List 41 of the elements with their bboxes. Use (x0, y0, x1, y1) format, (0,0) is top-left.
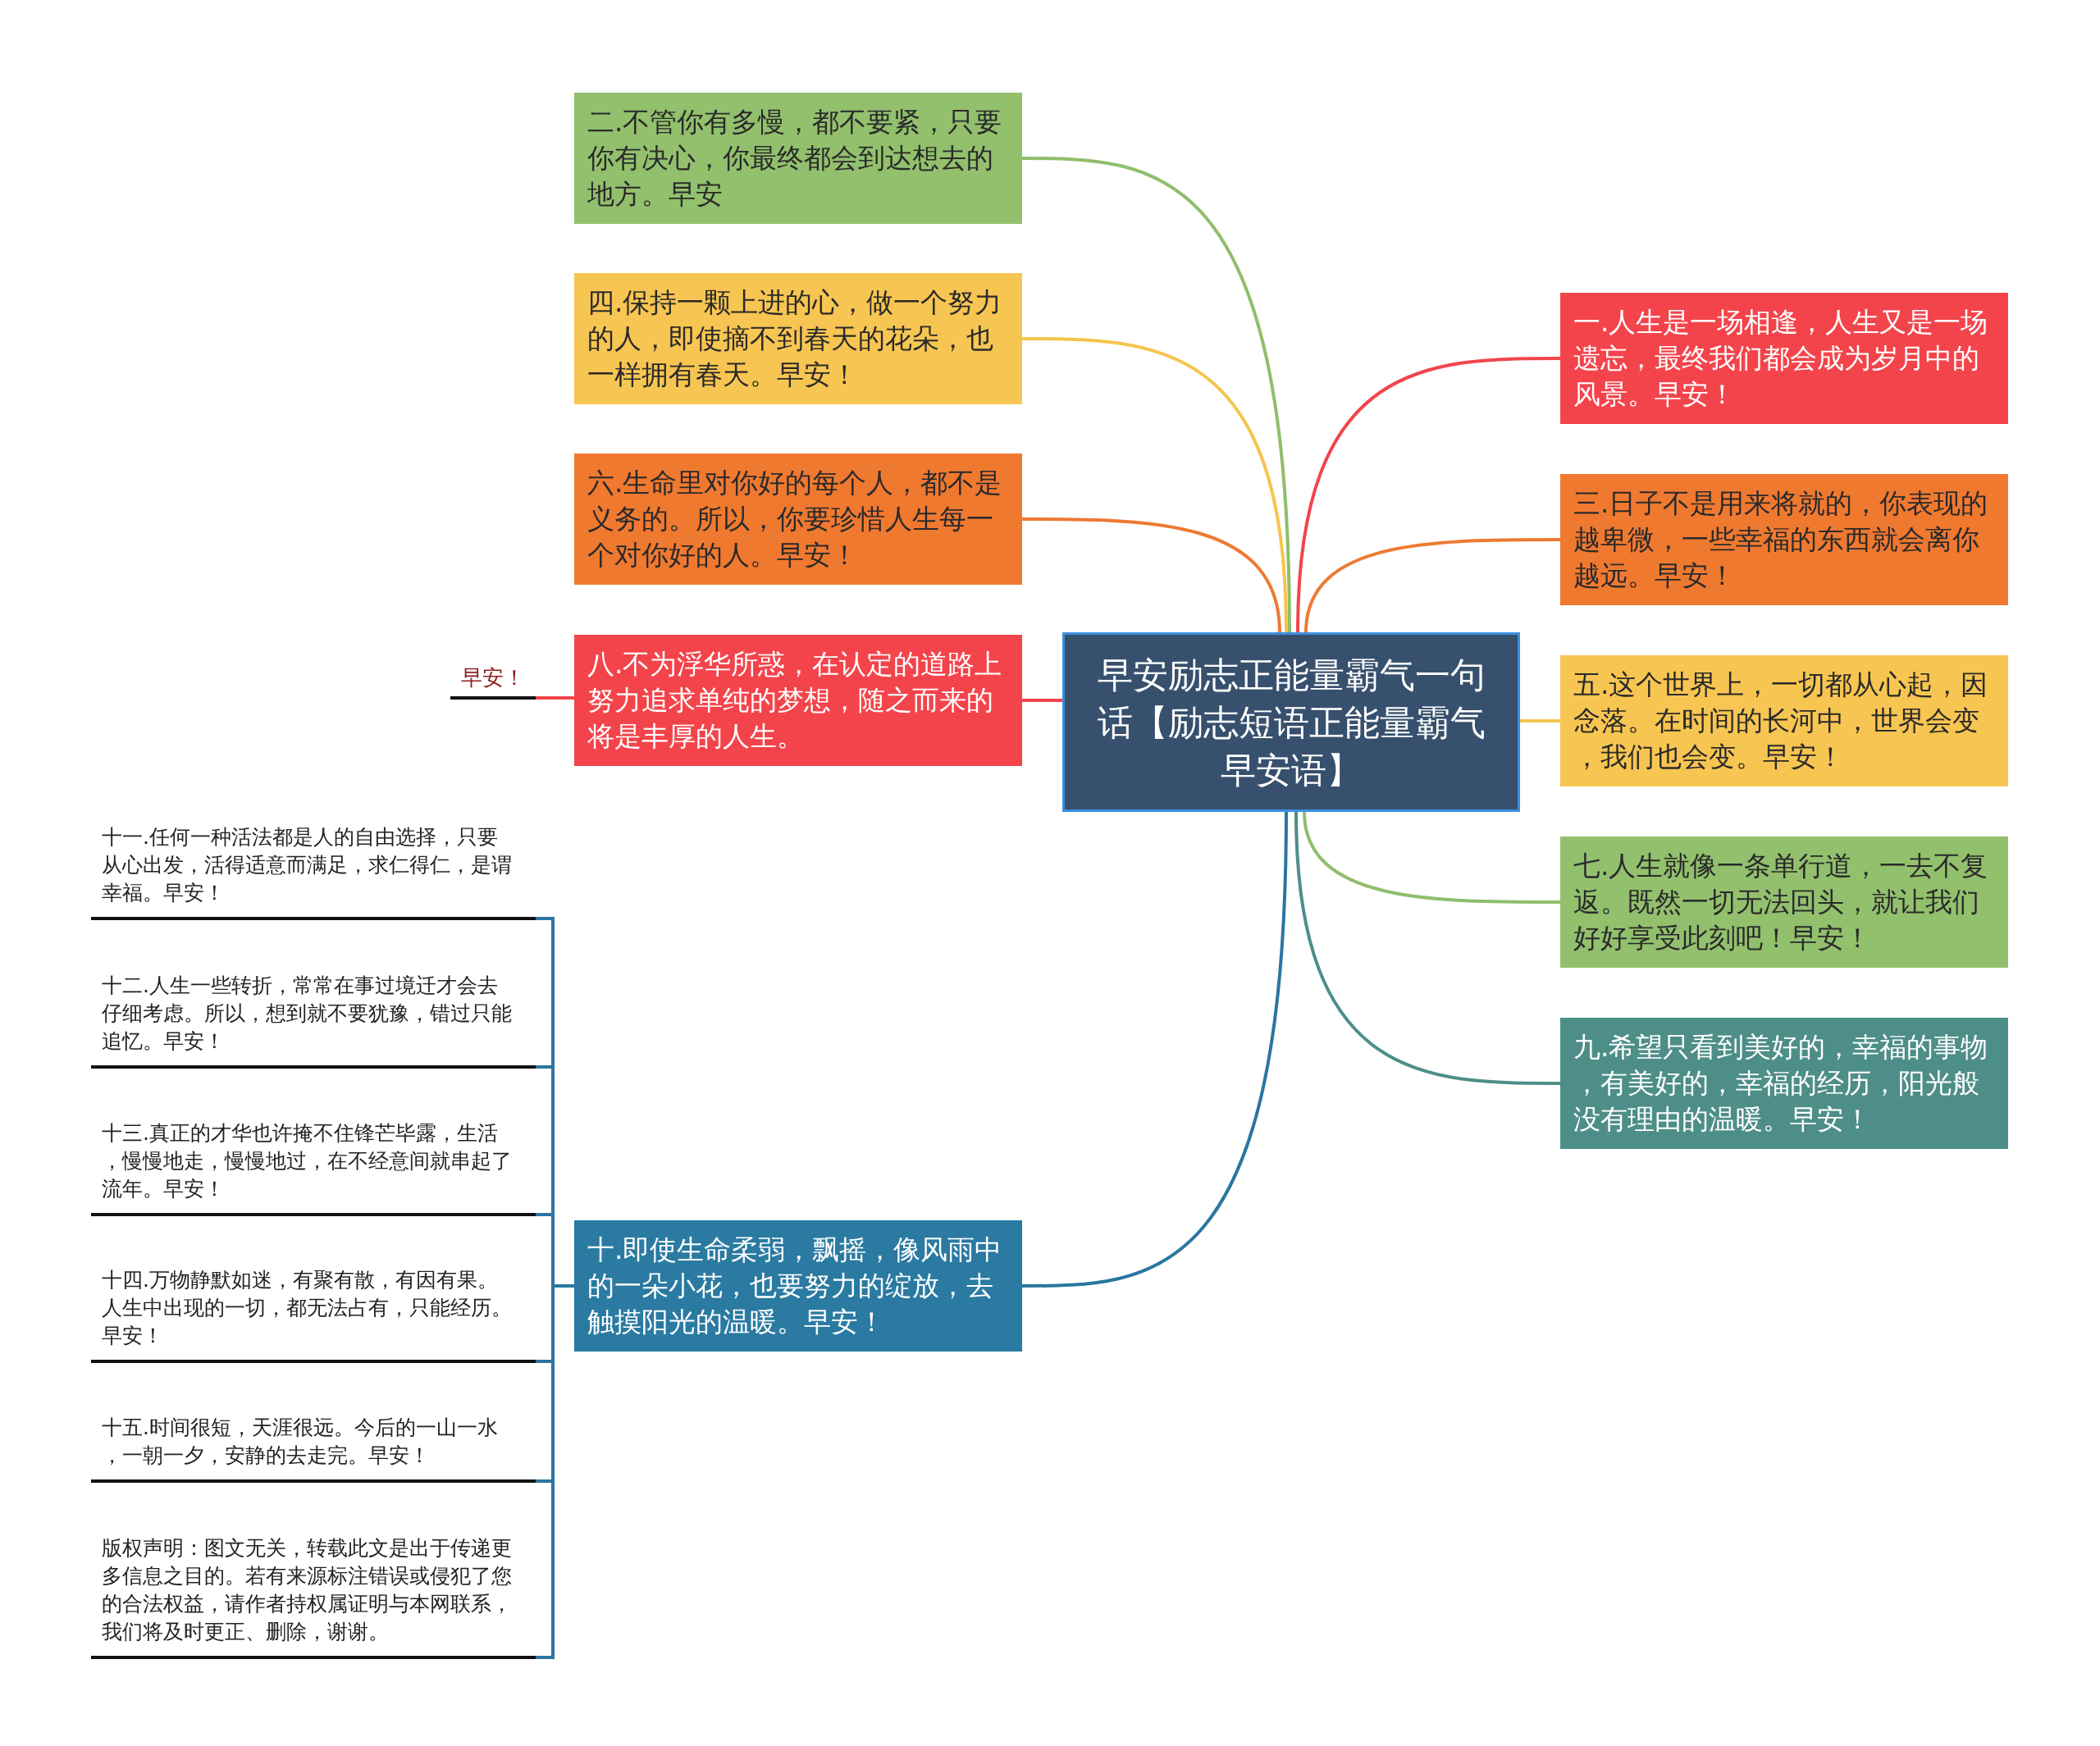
short-topic-text: 早安！ (461, 664, 525, 691)
subtopic-text: 十二.人生一些转折，常常在事过境迁才会去仔细考虑。所以，想到就不要犹豫，错过只能追忆。早安！ (102, 973, 513, 1055)
topic-box (574, 454, 1022, 585)
topic-text: 九.希望只看到美好的，幸福的事物，有美好的，幸福的经历，阳光般没有理由的温暖。早安！ (1573, 1030, 1989, 1137)
topic-text: 四.保持一颗上进的心，做一个努力的人，即使摘不到春天的花朵，也一样拥有春天。早安！ (587, 285, 1003, 392)
connector-line (1296, 357, 1560, 633)
central-topic-box (1062, 632, 1520, 812)
topic-box (1560, 1018, 2008, 1149)
connector-line (1304, 538, 1560, 633)
topic-text: 五.这个世界上，一切都从心起，因念落。在时间的长河中，世界会变，我们也会变。早安！ (1573, 668, 1989, 774)
topic-box (1560, 655, 2008, 786)
topic-text: 八.不为浮华所惑，在认定的道路上努力追求单纯的梦想，随之而来的将是丰厚的人生。 (587, 647, 1003, 754)
topic-box (1560, 837, 2008, 968)
connector-line (536, 696, 574, 700)
connector-line (1022, 699, 1062, 702)
topic-text: 一.人生是一场相逢，人生又是一场遗忘，最终我们都会成为岁月中的风景。早安！ (1573, 305, 1989, 412)
topic-box (574, 1220, 1022, 1352)
connector-line (536, 1284, 574, 1659)
topic-text: 十.即使生命柔弱，飘摇，像风雨中的一朵小花，也要努力的绽放，去触摸阳光的温暖。早安！ (587, 1233, 1003, 1339)
topic-box (574, 93, 1022, 224)
connector-line (1022, 337, 1288, 633)
subtopic-text: 十五.时间很短，天涯很远。今后的一山一水，一朝一夕，安静的去走完。早安！ (102, 1415, 499, 1469)
connector-line (1022, 157, 1291, 633)
connector-line (1294, 811, 1560, 1085)
subtopic-text: 十三.真正的才华也许掩不住锋芒毕露，生活，慢慢地走，慢慢地过，在不经意间就串起了流年。早安！ (102, 1120, 513, 1202)
topic-box (1560, 293, 2008, 424)
central-topic-text: 早安励志正能量霸气一句话【励志短语正能量霸气早安语】 (1096, 653, 1486, 792)
topic-box (574, 635, 1022, 766)
topic-box (574, 273, 1022, 404)
topic-text: 二.不管你有多慢，都不要紧，只要你有决心，你最终都会到达想去的地方。早安 (587, 105, 1003, 212)
subtopic-text: 十一.任何一种活法都是人的自由选择，只要从心出发，活得适意而满足，求仁得仁，是谓幸福。早安！ (102, 824, 513, 906)
connector-line (1022, 811, 1288, 1288)
connector-line (1022, 517, 1281, 633)
subtopic-text: 版权声明：图文无关，转载此文是出于传递更多信息之目的。若有来源标注错误或侵犯了您的合法权益，请作者持权属证明与本网联系，我们将及时更正、删除，谢谢。 (102, 1535, 513, 1645)
topic-text: 三.日子不是用来将就的，你表现的越卑微，一些幸福的东西就会离你越远。早安！ (1573, 486, 1989, 593)
connector-line (1303, 811, 1560, 904)
connector-line (1520, 719, 1560, 723)
topic-text: 六.生命里对你好的每个人，都不是义务的。所以，你要珍惜人生每一个对你好的人。早安！ (587, 466, 1003, 572)
subtopic-text: 十四.万物静默如迷，有聚有散，有因有果。人生中出现的一切，都无法占有，只能经历。早安！ (102, 1267, 513, 1349)
topic-text: 七.人生就像一条单行道，一去不复返。既然一切无法回头，就让我们好好享受此刻吧！早安！ (1573, 849, 1989, 955)
topic-box (1560, 474, 2008, 605)
